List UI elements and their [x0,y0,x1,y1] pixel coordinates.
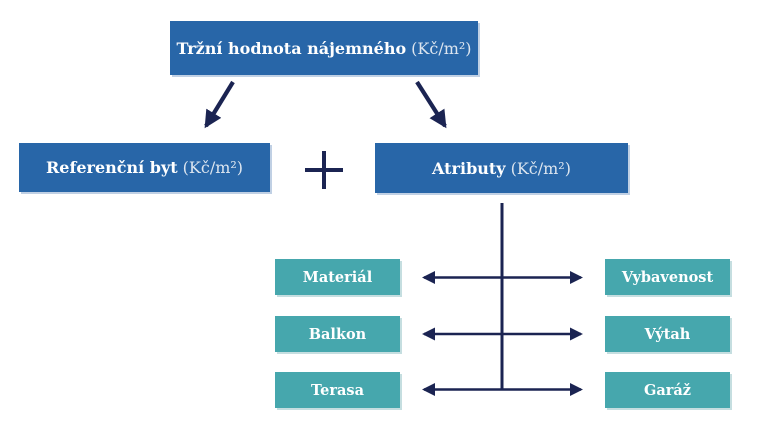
attributes-box: Atributy (Kč/m²) [375,143,628,193]
attribute-label: Materiál [302,268,373,286]
attribute-label: Výtah [644,325,691,343]
reference-flat-label: Referenční byt [45,158,178,177]
attributes-label: Atributy [432,158,506,178]
attribute-label: Terasa [311,381,364,399]
arrow-root-to-attributes [415,80,447,129]
attribute-label: Balkon [308,325,367,343]
arrow-root-to-reference [204,80,235,129]
market-rent-value-label: Tržní hodnota nájemného [176,38,407,58]
market-rent-value-unit: (Kč/m²) [411,38,472,58]
attribute-box-vybavenost: Vybavenost [605,259,730,295]
attributes-unit: (Kč/m²) [510,158,571,178]
market-rent-value-box: Tržní hodnota nájemného (Kč/m²) [170,21,478,75]
attribute-box-balkon: Balkon [275,316,400,352]
attribute-box-material: Materiál [275,259,400,295]
reference-flat-unit: (Kč/m²) [182,158,244,177]
attribute-label: Vybavenost [621,268,714,286]
attribute-box-terasa: Terasa [275,372,400,408]
plus-operator [305,151,343,189]
attribute-box-vytah: Výtah [605,316,730,352]
attribute-box-garaz: Garáž [605,372,730,408]
reference-flat-box: Referenční byt (Kč/m²) [19,143,270,192]
attribute-label: Garáž [643,381,692,399]
